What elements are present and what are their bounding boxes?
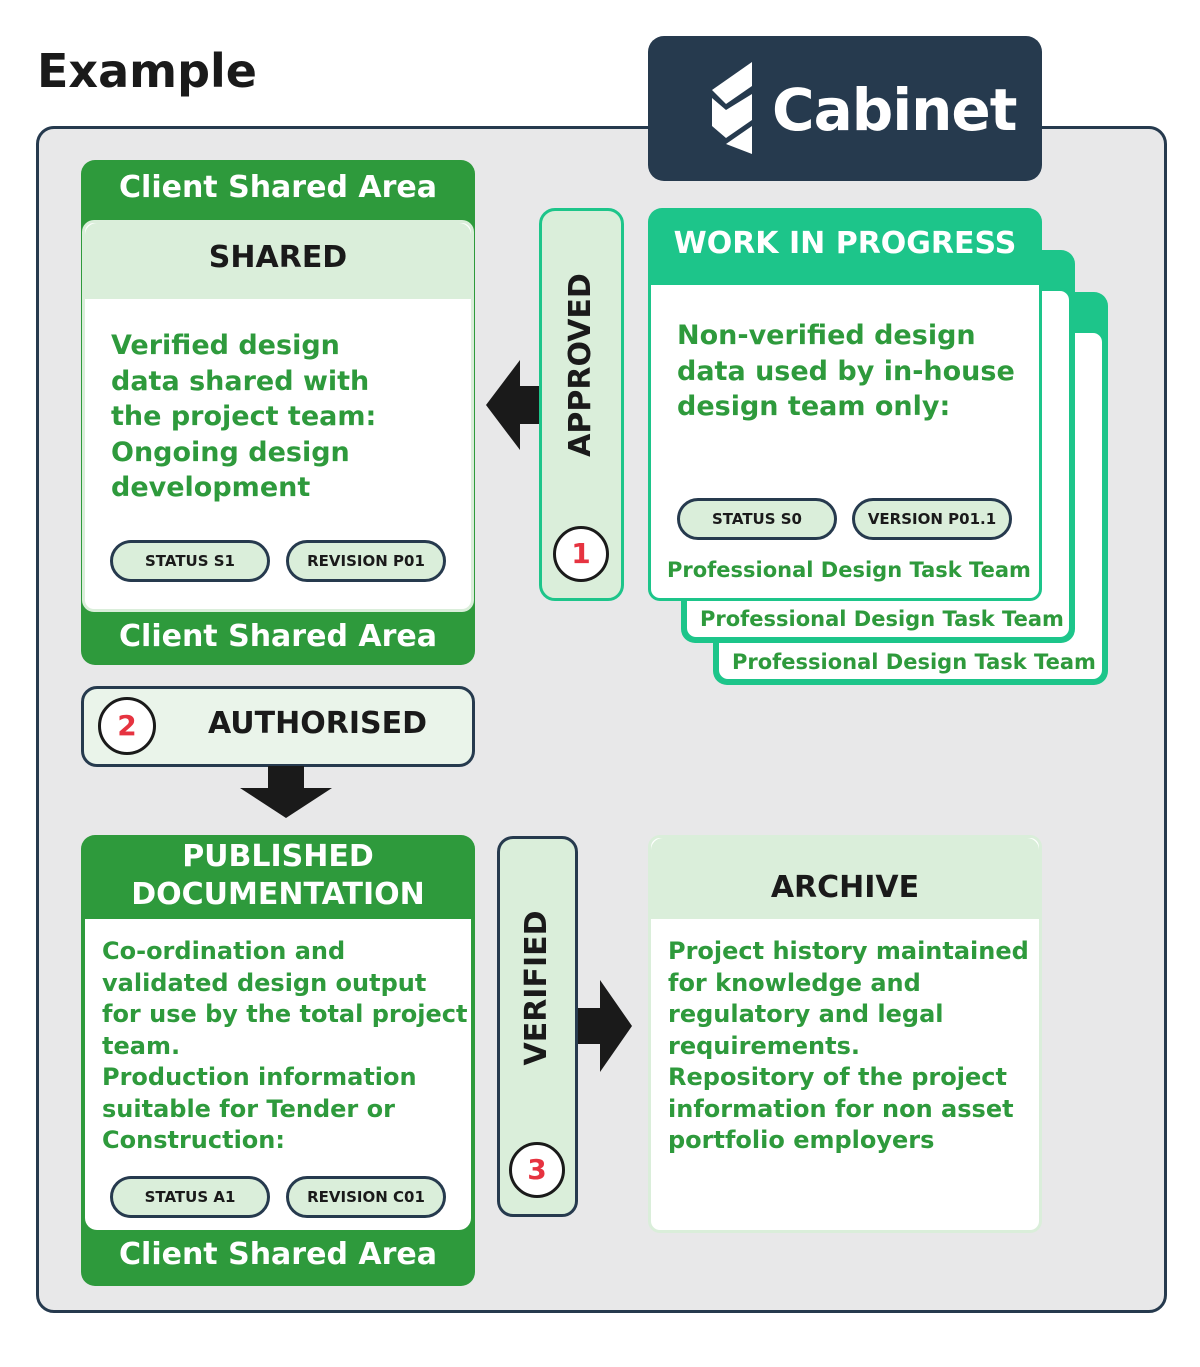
wip-description-line: Non-verified design: [677, 320, 976, 351]
verified-tab: [497, 836, 578, 1217]
published-description-line: for use by the total project: [102, 1000, 468, 1028]
step-number-1: 1: [553, 526, 609, 582]
shared-status-badge: STATUS S1: [110, 540, 270, 582]
archive-description-line: portfolio employers: [668, 1126, 935, 1154]
approved-label: APPROVED: [563, 273, 598, 457]
step-number-3: 3: [509, 1142, 565, 1198]
shared-description-line: data shared with: [111, 365, 370, 397]
shared-description-line: Verified design: [111, 330, 340, 361]
published-description-line: validated design output: [102, 968, 427, 997]
published-status-badge: STATUS A1: [110, 1176, 270, 1218]
archive-description-line: for knowledge and: [668, 968, 921, 997]
archive-description-line: Project history maintained: [668, 937, 1029, 965]
page-title: Example: [37, 44, 257, 98]
wip-description: Non-verified design data used by in-hous…: [677, 318, 1015, 425]
published-description-line: Construction:: [102, 1126, 285, 1154]
wip-team-label-1: Professional Design Task Team: [667, 558, 1031, 582]
verified-label: VERIFIED: [519, 910, 554, 1066]
cabinet-logo: [648, 36, 1042, 181]
shared-title: SHARED: [85, 223, 471, 299]
arrow-left-icon: [486, 360, 542, 450]
published-title-line: PUBLISHED: [182, 839, 374, 874]
archive-description-line: information for non asset: [668, 1094, 1014, 1123]
published-description-line: team.: [102, 1031, 181, 1060]
shared-description: Verified design data shared with the pro…: [111, 328, 376, 506]
published-description: Co-ordination and validated design outpu…: [102, 936, 467, 1157]
cabinet-logo-icon: [712, 62, 752, 154]
step-number-2: 2: [98, 697, 156, 755]
shared-description-line: development: [111, 472, 311, 503]
published-description-line: suitable for Tender or: [102, 1094, 395, 1123]
shared-description-line: the project team:: [111, 401, 377, 432]
published-bottom-band: Client Shared Area: [119, 1237, 437, 1272]
wip-status-badge: STATUS S0: [677, 498, 837, 540]
wip-description-line: design team only:: [677, 391, 951, 422]
authorised-bar: [81, 686, 475, 767]
authorised-label: AUTHORISED: [208, 706, 427, 741]
arrow-down-icon: [240, 766, 332, 818]
wip-description-line: data used by in-house: [677, 355, 1015, 387]
archive-description: Project history maintained for knowledge…: [668, 936, 1029, 1157]
shared-revision-badge: REVISION P01: [286, 540, 446, 582]
arrow-right-icon: [578, 980, 632, 1072]
wip-team-label-3: Professional Design Task Team: [732, 650, 1096, 674]
archive-description-line: Repository of the project: [668, 1063, 1007, 1091]
wip-card-body: [648, 285, 1042, 601]
published-title: PUBLISHED DOCUMENTATION: [81, 838, 475, 914]
archive-title: ARCHIVE: [651, 838, 1039, 919]
published-title-line: DOCUMENTATION: [131, 877, 425, 912]
shared-top-band: Client Shared Area: [119, 170, 437, 205]
wip-version-badge: VERSION P01.1: [852, 498, 1012, 540]
shared-description-line: Ongoing design: [111, 436, 350, 468]
wip-title: WORK IN PROGRESS: [673, 226, 1017, 261]
wip-team-label-2: Professional Design Task Team: [700, 607, 1064, 631]
archive-description-line: regulatory and legal: [668, 1000, 944, 1028]
published-description-line: Production information: [102, 1063, 417, 1091]
shared-bottom-band: Client Shared Area: [119, 619, 437, 654]
published-revision-badge: REVISION C01: [286, 1176, 446, 1218]
logo-text: Cabinet: [772, 76, 1017, 144]
archive-description-line: requirements.: [668, 1031, 860, 1060]
published-description-line: Co-ordination and: [102, 937, 346, 965]
